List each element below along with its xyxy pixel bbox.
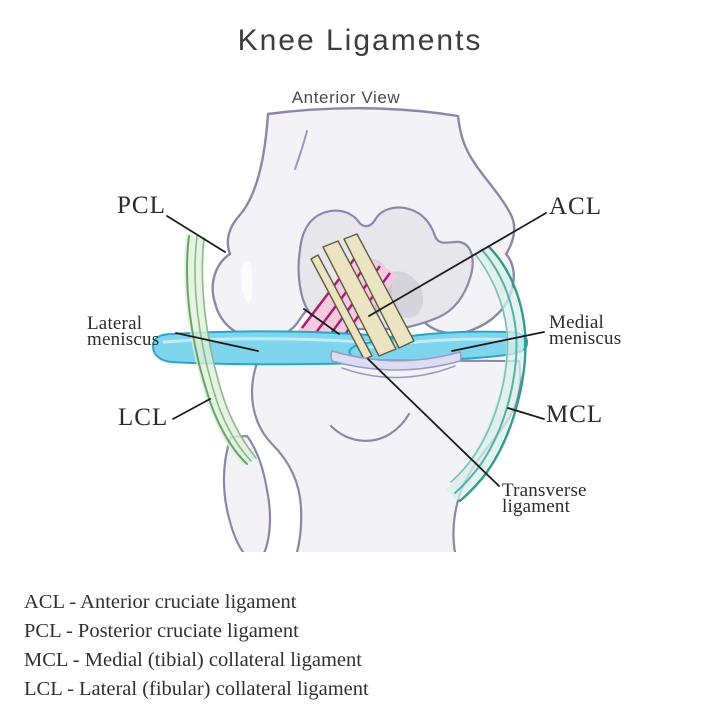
acl-strand [310, 254, 373, 360]
mcl-band [446, 244, 524, 500]
acl-label: ACL [549, 193, 602, 220]
mcl-strand [458, 245, 527, 503]
lateral-meniscus-label-line2: meniscus [87, 328, 160, 350]
transverse-ribbon-echo [341, 365, 456, 379]
legend-item-acl: ACL - Anterior cruciate ligament [24, 591, 297, 613]
medial-meniscus-label-line1: Medial [549, 312, 605, 333]
femur-ridge-line [294, 130, 308, 170]
transverse-ligament-label-line2: ligament [502, 495, 571, 517]
transverse-ligament-label: Transverse ligament [502, 480, 587, 517]
mcl-strand [450, 253, 509, 483]
view-subtitle: Anterior View [291, 88, 401, 107]
acl-strand [343, 233, 415, 349]
tibial-tuberosity-line [329, 412, 411, 442]
acl-strand [322, 240, 397, 357]
pcl-label: PCL [117, 192, 166, 219]
abbreviation-legend: ACL - Anterior cruciate ligament PCL - P… [24, 588, 369, 704]
acl-pointer-line [368, 212, 547, 317]
legend-item-mcl: MCL - Medial (tibial) collateral ligamen… [24, 649, 362, 671]
bottom-fade [190, 552, 520, 582]
lcl-strand [201, 237, 257, 459]
mcl-strand [454, 249, 518, 494]
medial-meniscus-label: Medial meniscus [549, 312, 622, 349]
medial-meniscus-label-line2: meniscus [549, 327, 622, 349]
femur-glare [241, 261, 253, 305]
acl-ligament [310, 233, 415, 360]
transverse-ligament-label-line1: Transverse [502, 480, 587, 501]
transverse-ribbon [330, 350, 462, 371]
lcl-ligament [184, 234, 258, 466]
mcl-label: MCL [546, 401, 604, 428]
page-title: Knee Ligaments [237, 24, 483, 57]
lcl-label: LCL [118, 404, 169, 431]
lcl-strand [186, 235, 248, 465]
lateral-meniscus-label-line1: Lateral [87, 313, 143, 334]
lcl-strand [194, 235, 252, 462]
medial-meniscus-pointer-line [451, 331, 545, 352]
legend-item-pcl: PCL - Posterior cruciate ligament [24, 620, 299, 642]
mcl-ligament [446, 244, 527, 503]
pointer-lines [166, 212, 547, 487]
lateral-meniscus-pointer-line [175, 332, 259, 352]
pcl-pointer-line [303, 308, 340, 335]
transverse-ligament-shape [330, 350, 462, 379]
legend-item-lcl: LCL - Lateral (fibular) collateral ligam… [24, 678, 369, 700]
lcl-pointer-line [172, 398, 211, 420]
pcl-pointer-line [166, 215, 226, 253]
transverse-pointer-line [367, 358, 500, 487]
mcl-pointer-line [507, 407, 545, 420]
lateral-meniscus-label: Lateral meniscus [87, 313, 160, 350]
